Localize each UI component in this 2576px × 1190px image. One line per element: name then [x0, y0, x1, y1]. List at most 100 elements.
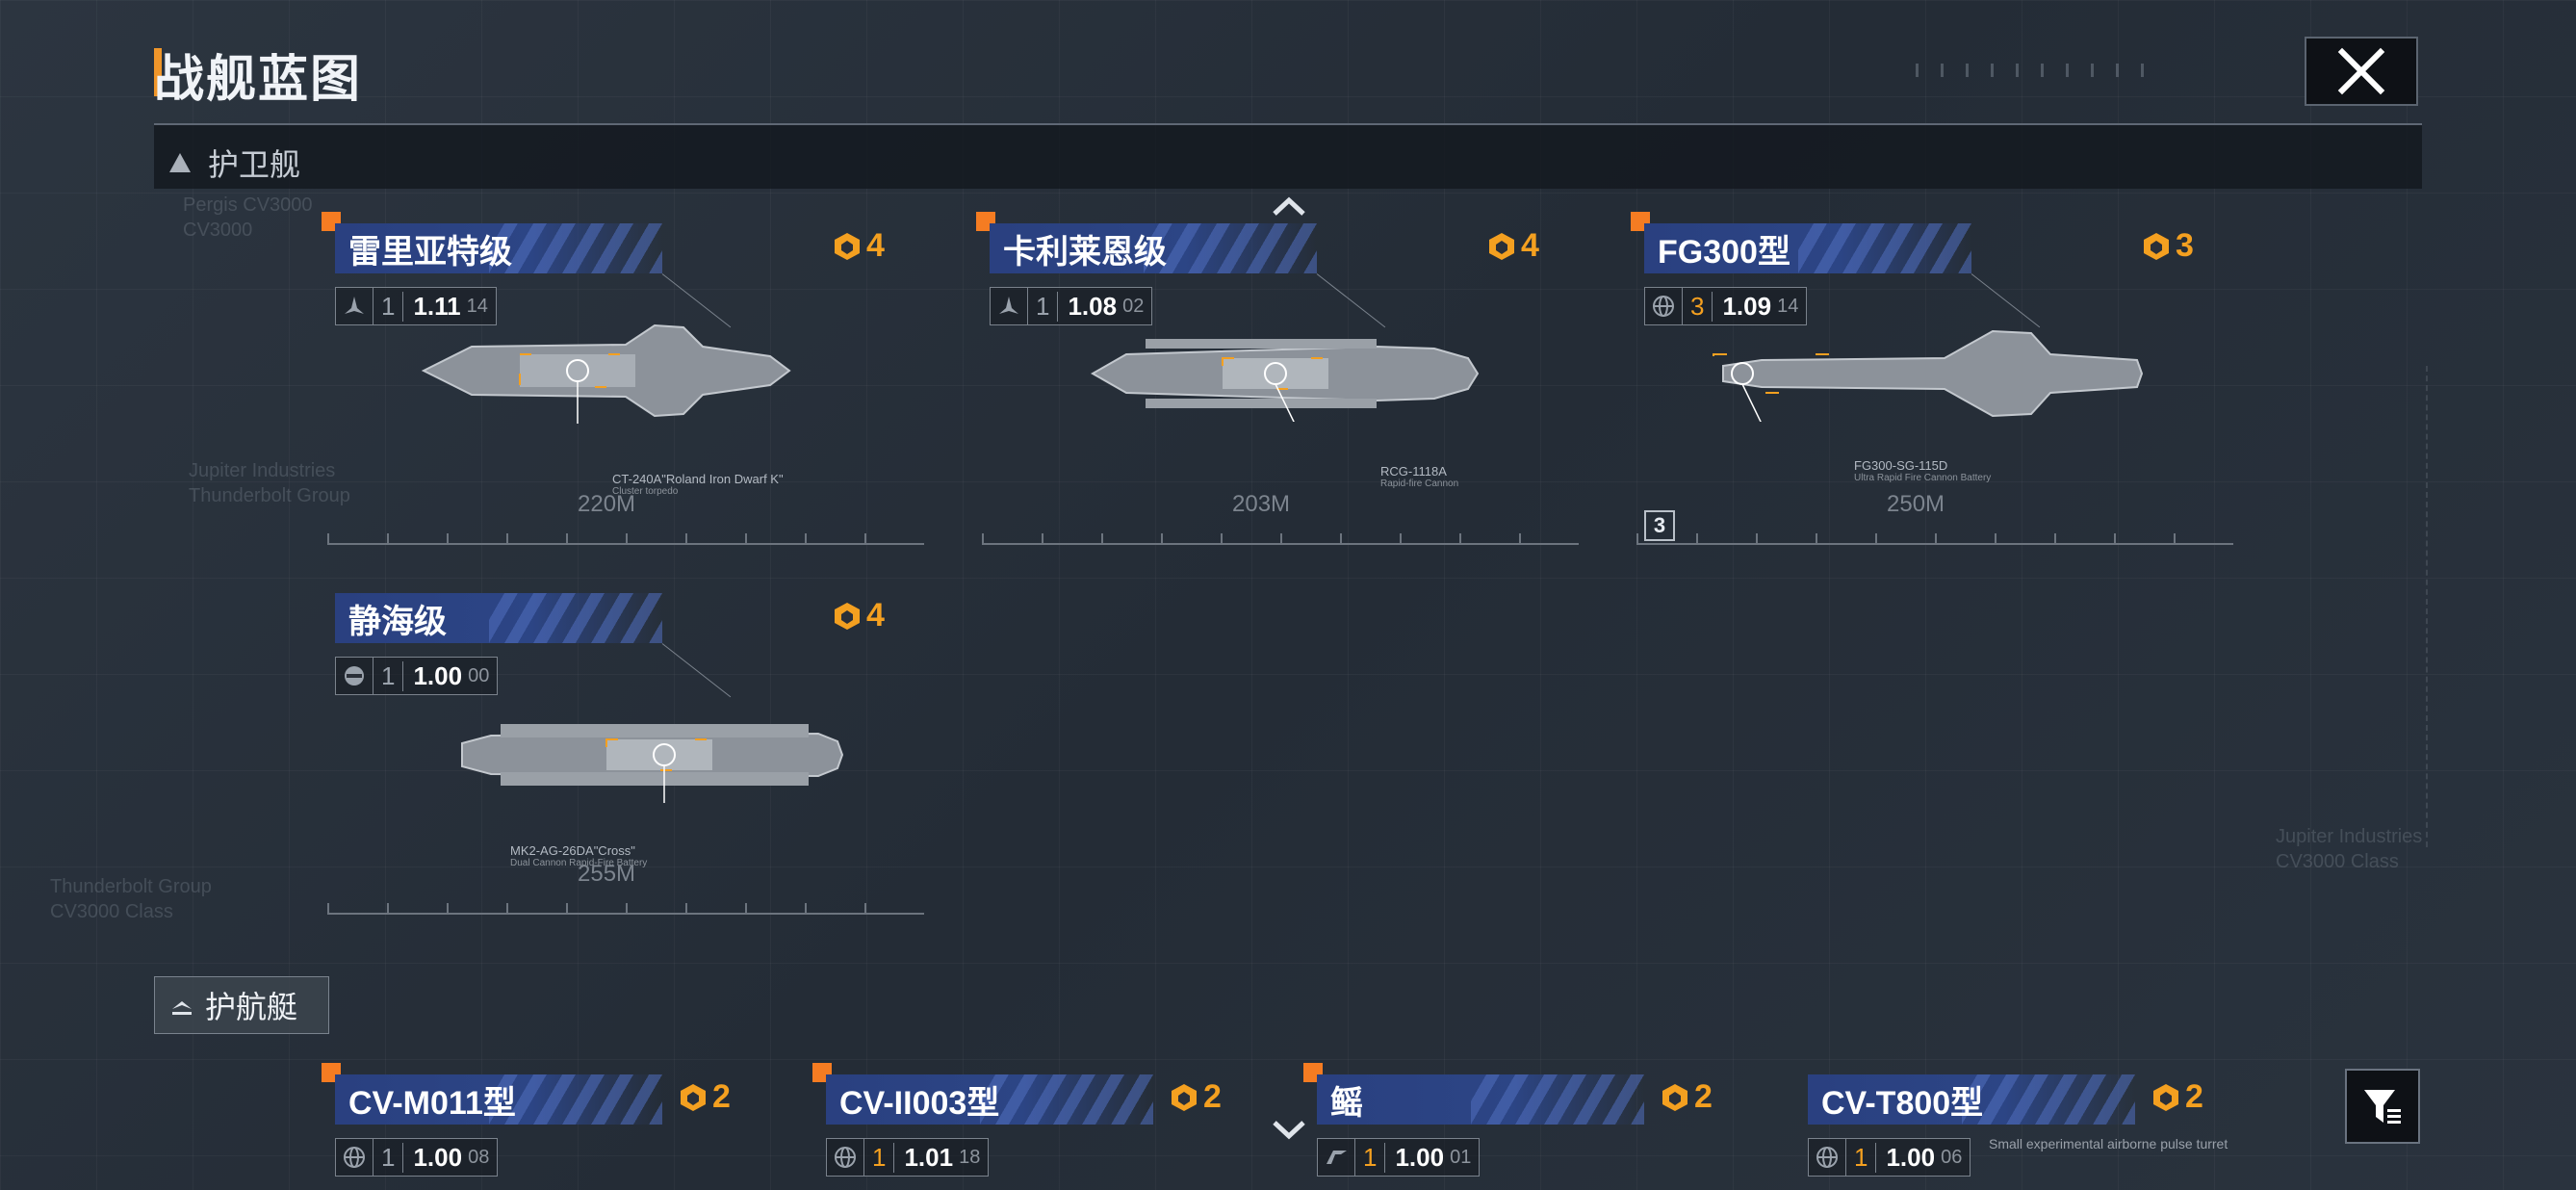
length-label: 255M — [578, 861, 636, 887]
version: 1.00 — [1395, 1142, 1445, 1172]
rating-value: 2 — [712, 1078, 731, 1115]
close-button[interactable] — [2305, 37, 2418, 106]
scroll-down-button[interactable] — [1271, 1119, 1307, 1147]
section-header-frigate[interactable]: 护卫舰 — [154, 125, 2422, 189]
tier: 1 — [374, 291, 404, 322]
ship-name: CV-M011型 — [348, 1085, 516, 1122]
rank-badge-icon — [835, 602, 860, 630]
rating: 2 — [678, 1078, 731, 1116]
scale-ruler — [982, 522, 1579, 545]
version: 1.00 — [413, 660, 463, 690]
rating: 4 — [832, 227, 885, 265]
rating-value: 2 — [1694, 1078, 1713, 1115]
rating-value: 2 — [1203, 1078, 1222, 1115]
version-sub: 02 — [1122, 295, 1145, 317]
close-icon — [2337, 47, 2385, 95]
info-strip: 1 1.11 14 — [335, 287, 497, 325]
escort-card[interactable]: CV-II003型 2 1 1.01 18 — [812, 1063, 1415, 1190]
chevron-up-icon — [1273, 196, 1305, 216]
name-bar — [335, 223, 662, 273]
version: 1.01 — [904, 1142, 954, 1172]
version: 1.08 — [1068, 291, 1118, 321]
leader-line — [1316, 273, 1386, 328]
name-bar — [1644, 223, 1971, 273]
shield-icon — [336, 658, 374, 694]
section-label: 护卫舰 — [208, 147, 301, 182]
info-strip: 1 1.00 06 — [1808, 1138, 1971, 1177]
page-title: 战舰蓝图 — [154, 52, 363, 108]
version-sub: 14 — [1777, 295, 1799, 317]
fighter-icon — [336, 288, 374, 324]
version: 1.00 — [413, 1142, 463, 1172]
rating: 4 — [1486, 227, 1539, 265]
section-label: 护航艇 — [205, 990, 298, 1024]
rank-badge-icon — [835, 232, 860, 260]
length-label: 203M — [1232, 491, 1291, 517]
length-label: 250M — [1887, 491, 1945, 517]
rating: 3 — [2141, 227, 2194, 265]
section-header-escort[interactable]: 护航艇 — [154, 976, 329, 1034]
tier: 1 — [1355, 1142, 1386, 1173]
rating-value: 2 — [2185, 1078, 2203, 1115]
scale-ruler — [327, 892, 924, 915]
scale-ruler — [327, 522, 924, 545]
ship-name: FG300型 — [1658, 234, 1790, 271]
info-strip: 1 1.00 08 — [335, 1138, 499, 1177]
tier: 1 — [374, 1142, 404, 1173]
ship-name: 静海级 — [348, 604, 447, 640]
scroll-up-button[interactable] — [1271, 194, 1307, 222]
header-divider — [154, 123, 2422, 125]
tier: 3 — [1683, 291, 1713, 322]
ship-name: CV-T800型 — [1821, 1085, 1984, 1122]
rating: 4 — [832, 597, 885, 634]
ship-name: 卡利莱恩级 — [1003, 234, 1167, 271]
info-strip: 3 1.09 14 — [1644, 287, 1808, 325]
tier: 1 — [864, 1142, 895, 1173]
tier: 1 — [1028, 291, 1059, 322]
tier: 1 — [374, 660, 404, 691]
rating: 2 — [1169, 1078, 1222, 1116]
header-decoration — [1916, 64, 2166, 77]
version-sub: 08 — [468, 1146, 490, 1168]
name-bar — [335, 1074, 662, 1125]
info-strip: 1 1.01 18 — [826, 1138, 990, 1177]
escort-card[interactable]: CV-M011型 2 1 1.00 08 — [322, 1063, 924, 1190]
globe-icon — [336, 1139, 374, 1176]
version: 1.00 — [1886, 1142, 1936, 1172]
leader-line — [1971, 273, 2041, 328]
fighter-icon — [991, 288, 1028, 324]
ship-blueprint — [1090, 339, 1480, 422]
ship-card[interactable]: 雷里亚特级 4 1 1.11 14 CT-240A"Roland Iron Dw… — [322, 212, 924, 578]
rank-badge-icon — [681, 1083, 706, 1111]
ship-name: CV-II003型 — [839, 1085, 1000, 1122]
info-strip: 1 1.00 00 — [335, 657, 499, 695]
escort-card[interactable]: 鳐 2 1 1.00 01 — [1303, 1063, 1906, 1190]
info-strip: 1 1.08 02 — [990, 287, 1153, 325]
info-strip: 1 1.00 01 — [1317, 1138, 1481, 1177]
chevron-down-icon — [1273, 1121, 1305, 1140]
ship-card[interactable]: 静海级 4 1 1.00 00 MK2-AG-26DA"Cross"Dual C… — [327, 582, 924, 947]
filter-icon — [2364, 1090, 2401, 1124]
version-sub: 06 — [1941, 1146, 1963, 1168]
title-accent — [154, 48, 162, 96]
escort-card[interactable]: CV-T800型 2 1 1.00 06 — [1800, 1063, 2397, 1190]
rating-value: 3 — [2176, 227, 2194, 264]
rating: 2 — [1660, 1078, 1713, 1116]
version-sub: 18 — [959, 1146, 981, 1168]
ship-blueprint — [1713, 329, 2144, 422]
weapon-label: MK2-AG-26DA"Cross"Dual Cannon Rapid-Fire… — [510, 843, 648, 868]
rank-badge-icon — [1172, 1083, 1197, 1111]
globe-icon — [827, 1139, 864, 1176]
leader-line — [661, 643, 732, 698]
rating-value: 4 — [1521, 227, 1539, 264]
filter-button[interactable] — [2345, 1069, 2420, 1144]
rating-value: 4 — [866, 597, 885, 634]
name-bar — [826, 1074, 1153, 1125]
